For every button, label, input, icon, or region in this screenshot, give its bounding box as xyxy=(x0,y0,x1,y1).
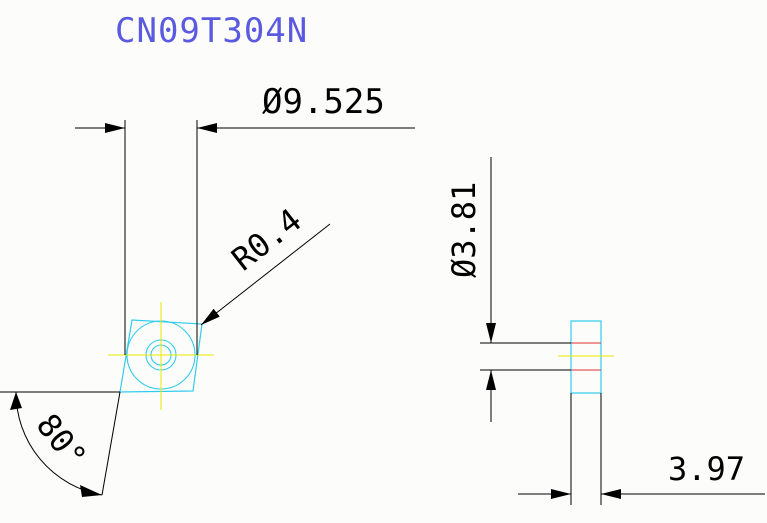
corner-radius-dimension: R0.4 xyxy=(200,201,331,326)
thickness-label: 3.97 xyxy=(668,450,745,488)
angle-arrow-top xyxy=(10,392,22,410)
included-angle-label: 80° xyxy=(29,407,95,476)
side-view-outline xyxy=(570,320,602,394)
insert-top-view xyxy=(108,302,214,410)
angle-extension-edge xyxy=(101,391,121,496)
included-angle-dimension: 80° xyxy=(0,391,121,497)
inscribed-circle-label: Ø9.525 xyxy=(262,82,385,122)
radius-leader xyxy=(200,223,331,326)
corner-radius-label: R0.4 xyxy=(225,201,309,278)
hole-diameter-label: Ø3.81 xyxy=(445,182,483,278)
part-number-title: CN09T304N xyxy=(115,11,308,51)
insert-side-view xyxy=(558,320,614,394)
hole-diameter-dimension: Ø3.81 xyxy=(445,157,571,422)
thickness-dimension: 3.97 xyxy=(518,393,765,505)
inscribed-circle-dimension: Ø9.525 xyxy=(75,82,415,355)
insert-rhombus xyxy=(119,319,203,393)
angle-arrow-bottom xyxy=(80,485,102,497)
